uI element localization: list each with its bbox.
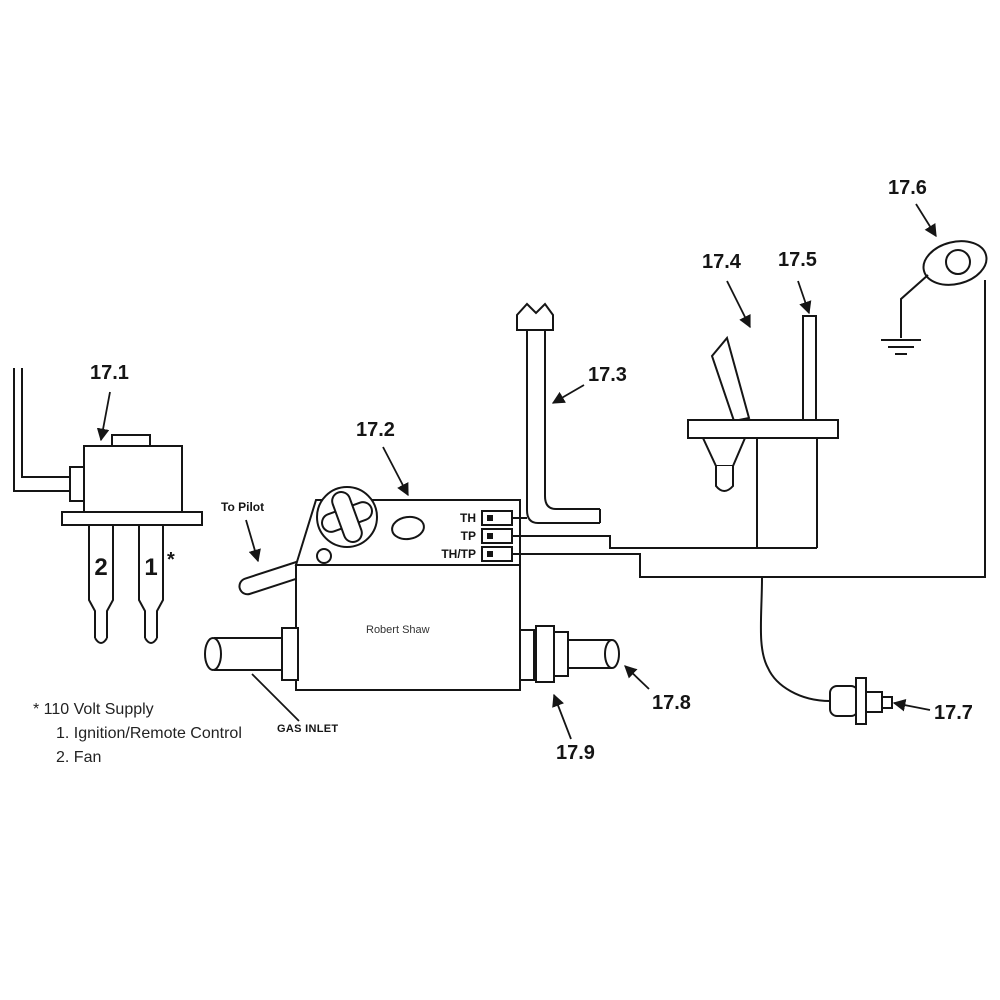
- callout-17-7: 17.7: [934, 702, 973, 724]
- valve-brand-text: Robert Shaw: [366, 624, 430, 636]
- vent-sensor: [922, 240, 988, 286]
- callout-17-4: 17.4: [702, 251, 741, 273]
- terminal-label-tp: TP: [460, 529, 476, 543]
- valve-oval-opening: [391, 515, 425, 541]
- pilot-switch: [829, 677, 893, 725]
- gas-valve: [204, 486, 521, 691]
- terminal-label-thtp: TH/TP: [441, 547, 476, 561]
- callout-17-1: 17.1: [90, 362, 129, 384]
- callout-17-3: 17.3: [588, 364, 627, 386]
- callout-17-9: 17.9: [556, 742, 595, 764]
- ground-symbol: [881, 274, 929, 355]
- legend-line-ignition: 1. Ignition/Remote Control: [56, 725, 242, 742]
- legend-line-supply: * 110 Volt Supply: [33, 701, 154, 718]
- wire-number-2: 2: [94, 554, 108, 581]
- callout-17-5: 17.5: [778, 249, 817, 271]
- gas-inlet-pipe: [204, 637, 284, 671]
- wiring: [512, 280, 986, 702]
- junction-box: [13, 368, 203, 644]
- gas-inlet-label: GAS INLET: [277, 723, 339, 735]
- pilot-tube: [516, 302, 601, 524]
- callout-17-2: 17.2: [356, 419, 395, 441]
- terminal-label-th: TH: [460, 511, 476, 525]
- pilot-assembly: [687, 315, 839, 492]
- legend-line-fan: 2. Fan: [56, 749, 102, 766]
- supply-asterisk: *: [167, 549, 175, 571]
- valve-port-circle: [316, 548, 332, 564]
- to-pilot-label: To Pilot: [221, 500, 265, 514]
- terminal-block: [481, 510, 513, 562]
- wire-number-1: 1: [144, 554, 158, 581]
- callout-17-6: 17.6: [888, 177, 927, 199]
- callout-17-8: 17.8: [652, 692, 691, 714]
- outlet-pipe: [519, 625, 620, 683]
- valve-knob: [316, 486, 378, 548]
- leader-arrows: [96, 203, 937, 740]
